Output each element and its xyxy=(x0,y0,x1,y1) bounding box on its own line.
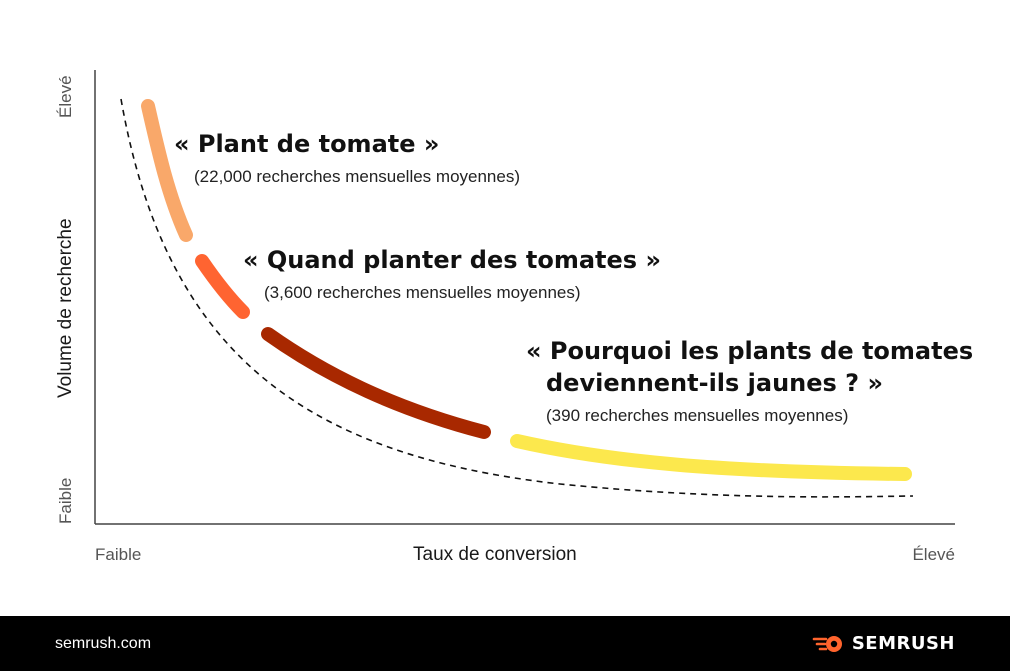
segment-pourquoi-jaunes xyxy=(510,434,912,481)
brand-logo: SEMRUSH xyxy=(812,633,955,654)
keyword-3-title-line2: deviennent-ils jaunes ? » xyxy=(546,369,883,397)
x-axis-title: Taux de conversion xyxy=(413,544,577,565)
segment-mid-tail xyxy=(261,327,491,439)
keyword-2-subtitle: (3,600 recherches mensuelles moyennes) xyxy=(264,283,581,302)
y-axis-title: Volume de recherche xyxy=(55,218,76,398)
keyword-3-title-line1: « Pourquoi les plants de tomates xyxy=(526,337,973,365)
keyword-1-title: « Plant de tomate » xyxy=(174,130,439,158)
semrush-fire-logo-icon xyxy=(812,634,846,654)
keyword-2-title: « Quand planter des tomates » xyxy=(243,246,661,274)
y-axis-high-label: Élevé xyxy=(56,75,75,118)
long-tail-diagram: Élevé Volume de recherche Faible Faible … xyxy=(55,70,973,565)
segment-quand-planter xyxy=(195,254,250,319)
y-axis-low-label: Faible xyxy=(56,478,75,524)
x-axis-low-label: Faible xyxy=(95,545,141,564)
keyword-1-subtitle: (22,000 recherches mensuelles moyennes) xyxy=(194,167,520,186)
segment-plant-de-tomate xyxy=(141,99,193,242)
site-url: semrush.com xyxy=(55,634,152,652)
footer-bar: semrush.com SEMRUSH xyxy=(0,616,1010,671)
x-axis-high-label: Élevé xyxy=(912,545,955,564)
diagram-canvas: Élevé Volume de recherche Faible Faible … xyxy=(55,70,973,565)
keyword-3-subtitle: (390 recherches mensuelles moyennes) xyxy=(546,406,848,425)
brand-name: SEMRUSH xyxy=(851,633,955,654)
